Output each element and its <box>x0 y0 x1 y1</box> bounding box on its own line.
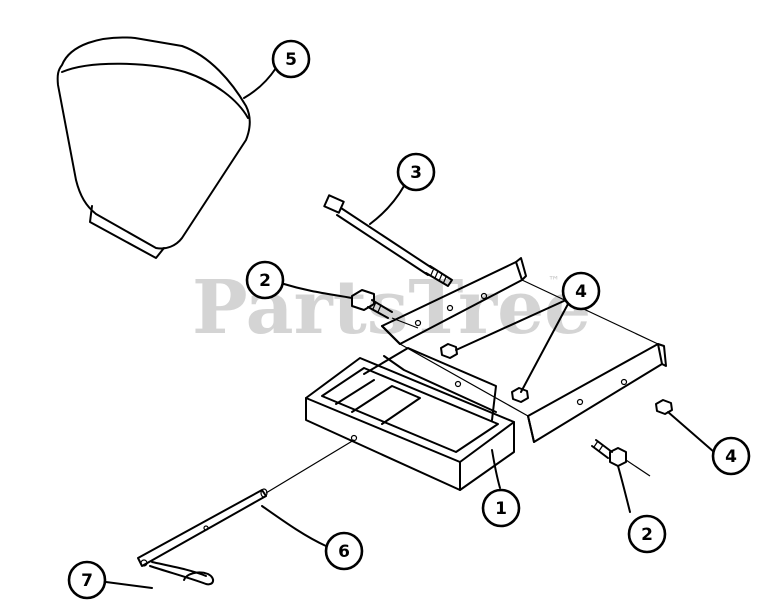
callout-4-right-label: 4 <box>725 447 737 467</box>
callout-6-label: 6 <box>338 542 350 562</box>
short-bolt-lower <box>591 439 627 467</box>
callout-6: 6 <box>324 531 364 571</box>
callout-3: 3 <box>396 152 436 192</box>
alignment-lines <box>265 317 651 494</box>
nut-middle <box>511 387 529 403</box>
hitch-pin <box>137 488 268 567</box>
callout-5-label: 5 <box>285 50 297 70</box>
hitch-bracket <box>305 257 667 491</box>
callout-2-upper: 2 <box>245 260 285 300</box>
callout-4-right: 4 <box>711 436 751 476</box>
callout-4-upper-label: 4 <box>575 282 587 302</box>
callout-2-lower: 2 <box>627 514 667 554</box>
hair-pin-clip <box>149 561 214 586</box>
nut-right <box>655 399 673 415</box>
leader-lines <box>105 67 715 589</box>
callout-7-label: 7 <box>81 571 93 591</box>
nut-upper <box>440 343 458 359</box>
watermark-trademark: ™ <box>548 274 560 288</box>
callout-2-upper-label: 2 <box>259 271 271 291</box>
callout-1: 1 <box>481 488 521 528</box>
short-bolt-upper <box>351 289 393 319</box>
callout-7: 7 <box>67 560 107 600</box>
callout-4-upper: 4 <box>561 271 601 311</box>
long-bolt <box>323 194 453 287</box>
seat-cushion <box>56 36 251 259</box>
callout-5: 5 <box>271 39 311 79</box>
callout-2-lower-label: 2 <box>641 525 653 545</box>
callout-1-label: 1 <box>495 499 507 519</box>
callout-3-label: 3 <box>410 163 422 183</box>
